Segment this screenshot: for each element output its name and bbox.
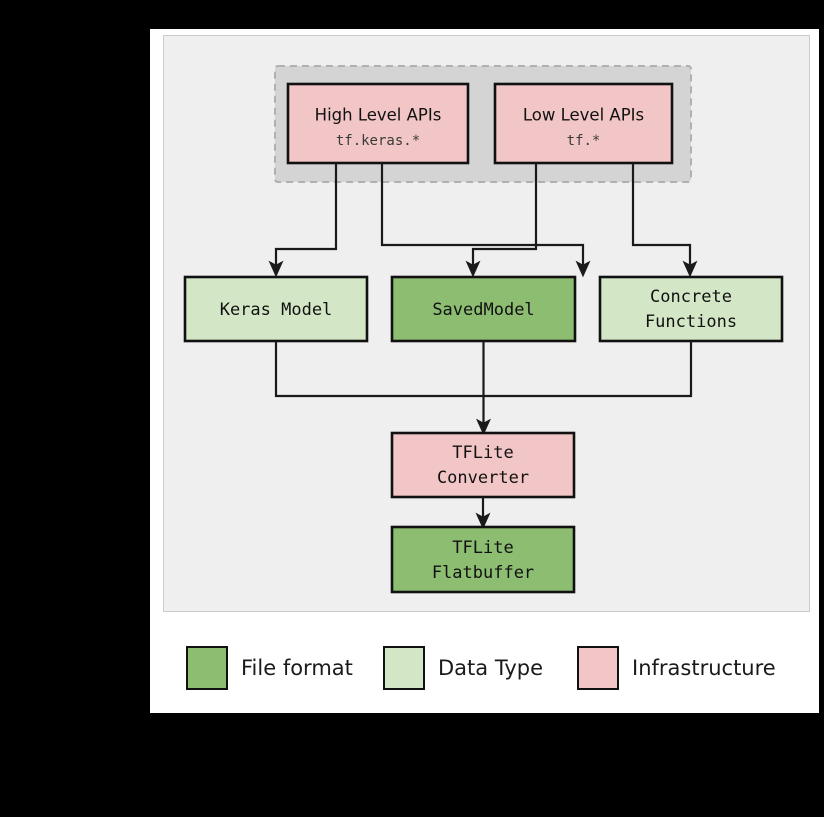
edge-high-level-apis-to-keras-model [268,163,338,278]
keras-model-title: Keras Model [220,300,333,320]
saved-model-box[interactable] [390,275,577,343]
node-tflite-flatbuffer[interactable]: TFLite Flatbuffer [390,525,576,594]
edge-keras-model-to-bus [274,341,484,398]
edge-low-level-apis-to-concrete-functions [631,163,698,278]
legend-label-infrastructure: Infrastructure [632,656,776,680]
node-concrete-functions[interactable]: Concrete Functions [598,275,784,343]
high-level-apis-subtitle: tf.keras.* [336,133,420,149]
low-level-apis-subtitle: tf.* [567,133,601,149]
tflite-converter-title-line1: TFLite [452,443,513,463]
node-keras-model[interactable]: Keras Model [183,275,369,343]
high-level-apis-title: High Level APIs [315,106,442,125]
legend-item-file-format[interactable]: File format [186,646,353,690]
flowchart-svg: High Level APIs tf.keras.* Low Level API… [183,65,784,594]
node-low-level-apis[interactable]: Low Level APIs tf.* [493,82,674,165]
tflite-converter-box[interactable] [390,431,576,499]
high-level-apis-box[interactable] [286,82,470,165]
legend-item-data-type[interactable]: Data Type [383,646,543,690]
legend-item-infrastructure[interactable]: Infrastructure [577,646,776,690]
concrete-functions-title-line2: Functions [645,312,737,332]
legend-swatch-infrastructure [577,646,619,690]
low-level-apis-title: Low Level APIs [523,106,644,125]
tflite-converter-title-line2: Converter [437,468,529,488]
legend-swatch-file-format [186,646,228,690]
node-high-level-apis[interactable]: High Level APIs tf.keras.* [286,82,470,165]
tflite-flatbuffer-title-line2: Flatbuffer [432,563,534,583]
edge-low-level-apis-to-saved-model [465,163,538,278]
edge-high-level-apis-to-saved-model [380,163,591,278]
tflite-flatbuffer-box[interactable] [390,525,576,594]
concrete-functions-title-line1: Concrete [650,287,732,307]
low-level-apis-box[interactable] [493,82,674,165]
figure-page: High Level APIs tf.keras.* Low Level API… [150,29,819,713]
legend: File format Data Type Infrastructure [163,639,810,709]
node-saved-model[interactable]: SavedModel [390,275,577,343]
edge-concrete-functions-to-bus [483,341,693,398]
tflite-flatbuffer-title-line1: TFLite [452,538,513,558]
saved-model-title: SavedModel [432,300,534,320]
concrete-functions-box[interactable] [598,275,784,343]
legend-label-file-format: File format [241,656,353,680]
legend-label-data-type: Data Type [438,656,544,680]
legend-swatch-data-type [383,646,425,690]
node-tflite-converter[interactable]: TFLite Converter [390,431,576,499]
